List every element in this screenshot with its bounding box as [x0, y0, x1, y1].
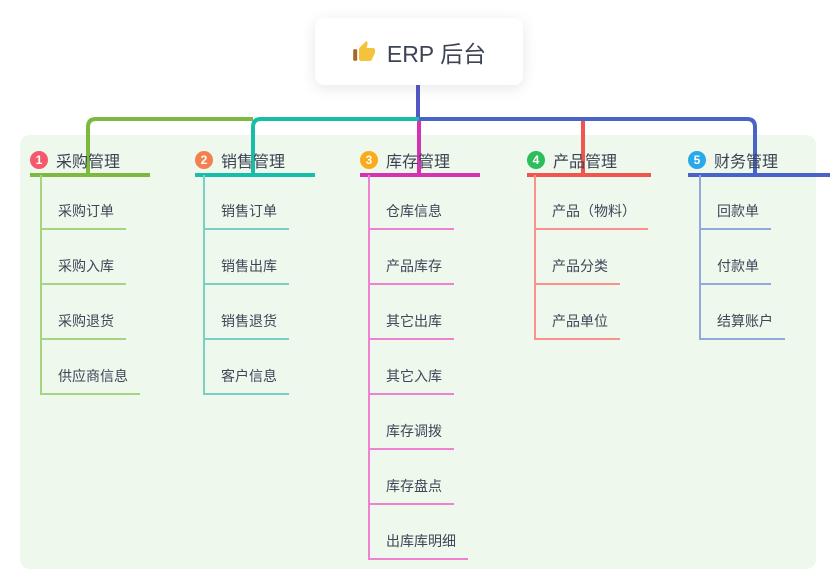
branch-children-finance: 回款单 付款单 结算账户 — [699, 175, 785, 340]
child-node[interactable]: 仓库信息 — [368, 175, 454, 230]
branch-number-badge: 5 — [688, 151, 706, 169]
branch-header-finance[interactable]: 5 财务管理 — [688, 147, 830, 177]
branch-header-inventory[interactable]: 3 库存管理 — [360, 147, 480, 177]
child-node[interactable]: 采购退货 — [40, 285, 126, 340]
root-label: ERP 后台 — [386, 40, 487, 67]
child-node[interactable]: 产品库存 — [368, 230, 454, 285]
branch-number-badge: 4 — [527, 151, 545, 169]
branch-children-sales: 销售订单 销售出库 销售退货 客户信息 — [203, 175, 289, 395]
branch-label: 库存管理 — [386, 154, 451, 171]
thumbs-up-icon — [353, 40, 375, 61]
branch-children-purchase: 采购订单 采购入库 采购退货 供应商信息 — [40, 175, 140, 395]
child-node[interactable]: 客户信息 — [203, 340, 289, 395]
branch-label: 采购管理 — [56, 154, 121, 171]
branch-header-sales[interactable]: 2 销售管理 — [195, 147, 315, 177]
child-node[interactable]: 供应商信息 — [40, 340, 140, 395]
child-node[interactable]: 销售退货 — [203, 285, 289, 340]
child-node[interactable]: 结算账户 — [699, 285, 785, 340]
child-node[interactable]: 销售订单 — [203, 175, 289, 230]
child-node[interactable]: 回款单 — [699, 175, 771, 230]
child-node[interactable]: 产品分类 — [534, 230, 620, 285]
child-node[interactable]: 库存调拨 — [368, 395, 454, 450]
child-node[interactable]: 出库库明细 — [368, 505, 468, 560]
branch-children-product: 产品（物料） 产品分类 产品单位 — [534, 175, 648, 340]
content-panel — [20, 135, 816, 569]
child-node[interactable]: 采购订单 — [40, 175, 126, 230]
branch-children-inventory: 仓库信息 产品库存 其它出库 其它入库 库存调拨 库存盘点 出库库明细 — [368, 175, 468, 560]
branch-number-badge: 2 — [195, 151, 213, 169]
child-node[interactable]: 其它入库 — [368, 340, 454, 395]
branch-number-badge: 3 — [360, 151, 378, 169]
child-node[interactable]: 其它出库 — [368, 285, 454, 340]
child-node[interactable]: 采购入库 — [40, 230, 126, 285]
child-node[interactable]: 付款单 — [699, 230, 771, 285]
child-node[interactable]: 库存盘点 — [368, 450, 454, 505]
branch-header-purchase[interactable]: 1 采购管理 — [30, 147, 150, 177]
root-node[interactable]: ERP 后台 — [315, 18, 523, 85]
child-node[interactable]: 产品（物料） — [534, 175, 648, 230]
child-node[interactable]: 产品单位 — [534, 285, 620, 340]
branch-header-product[interactable]: 4 产品管理 — [527, 147, 651, 177]
branch-label: 产品管理 — [553, 154, 618, 171]
branch-number-badge: 1 — [30, 151, 48, 169]
child-node[interactable]: 销售出库 — [203, 230, 289, 285]
branch-label: 财务管理 — [714, 154, 779, 171]
branch-label: 销售管理 — [221, 154, 286, 171]
